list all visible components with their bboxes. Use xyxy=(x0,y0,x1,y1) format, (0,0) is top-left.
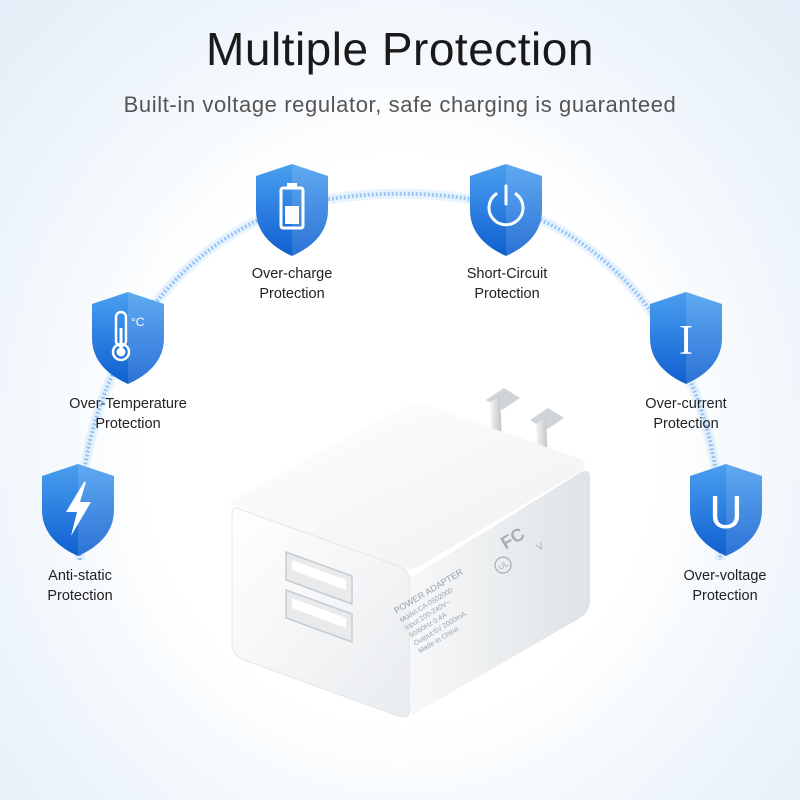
page-title: Multiple Protection xyxy=(206,23,594,75)
svg-text:°C: °C xyxy=(131,315,145,329)
power-icon xyxy=(487,184,525,227)
page-subtitle: Built-in voltage regulator, safe chargin… xyxy=(123,92,677,117)
usb-port-bottom xyxy=(285,588,353,644)
voltage-u-icon: U xyxy=(709,486,742,538)
over-temperature-shield: °C xyxy=(92,292,164,384)
battery-icon xyxy=(279,183,305,230)
thermometer-icon: °C xyxy=(111,310,145,362)
anti-static-shield xyxy=(42,464,114,556)
over-charge-shield xyxy=(256,164,328,256)
short-circuit-shield xyxy=(470,164,542,256)
efficiency-mark: V xyxy=(535,540,547,553)
ul-mark xyxy=(494,556,512,574)
over-current-shield: I xyxy=(650,292,722,384)
lightning-icon xyxy=(66,482,91,536)
usb-port-top xyxy=(285,550,353,606)
over-voltage-shield: U xyxy=(690,464,762,556)
current-i-icon: I xyxy=(679,318,693,364)
